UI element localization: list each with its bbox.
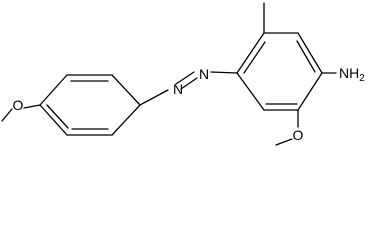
- left-ring-bond-6: [39, 104, 68, 136]
- amine-label: NH2: [339, 65, 365, 84]
- left-methoxy-bond-methyl: [1, 108, 13, 122]
- azo-linkage: N N: [139, 66, 238, 106]
- molecule-canvas: O N N NH2: [1, 2, 365, 146]
- amine-subscript: 2: [359, 73, 365, 84]
- left-methoxy-bond-ring: [23, 104, 41, 109]
- left-ring-bond-3: [111, 74, 141, 106]
- right-ring-bond-3: [297, 32, 323, 74]
- left-oxygen-label: O: [13, 97, 24, 113]
- left-methoxy-group: O: [1, 97, 41, 122]
- azo-double-bond-a: [175, 71, 195, 85]
- right-ring-bond-6: [236, 72, 265, 111]
- right-ring-bond-1: [236, 32, 265, 74]
- azo-nitrogen-2: N: [199, 66, 209, 82]
- azo-double-bond-b: [180, 77, 198, 90]
- right-methoxy-bond-methyl: [275, 138, 293, 146]
- left-benzene-ring: [39, 74, 141, 136]
- amine-nh-text: NH: [339, 65, 359, 81]
- molecule-structure: O N N NH2: [1, 2, 365, 146]
- right-ring-bond-4: [297, 72, 323, 111]
- right-ring-inner-double-2: [296, 40, 316, 73]
- left-ring-bond-4: [111, 104, 141, 136]
- amine-group: NH2: [321, 65, 365, 84]
- azo-bond-right: [210, 71, 238, 74]
- right-methoxy-group: O: [275, 109, 304, 146]
- left-ring-bond-1: [39, 74, 68, 106]
- right-ring-inner-double-1: [243, 41, 266, 74]
- right-oxygen-label: O: [293, 127, 304, 143]
- azo-bond-left: [139, 89, 169, 106]
- azo-nitrogen-1: N: [173, 81, 183, 97]
- left-ring-inner-double-3: [46, 104, 69, 129]
- right-benzene-ring: [236, 32, 323, 111]
